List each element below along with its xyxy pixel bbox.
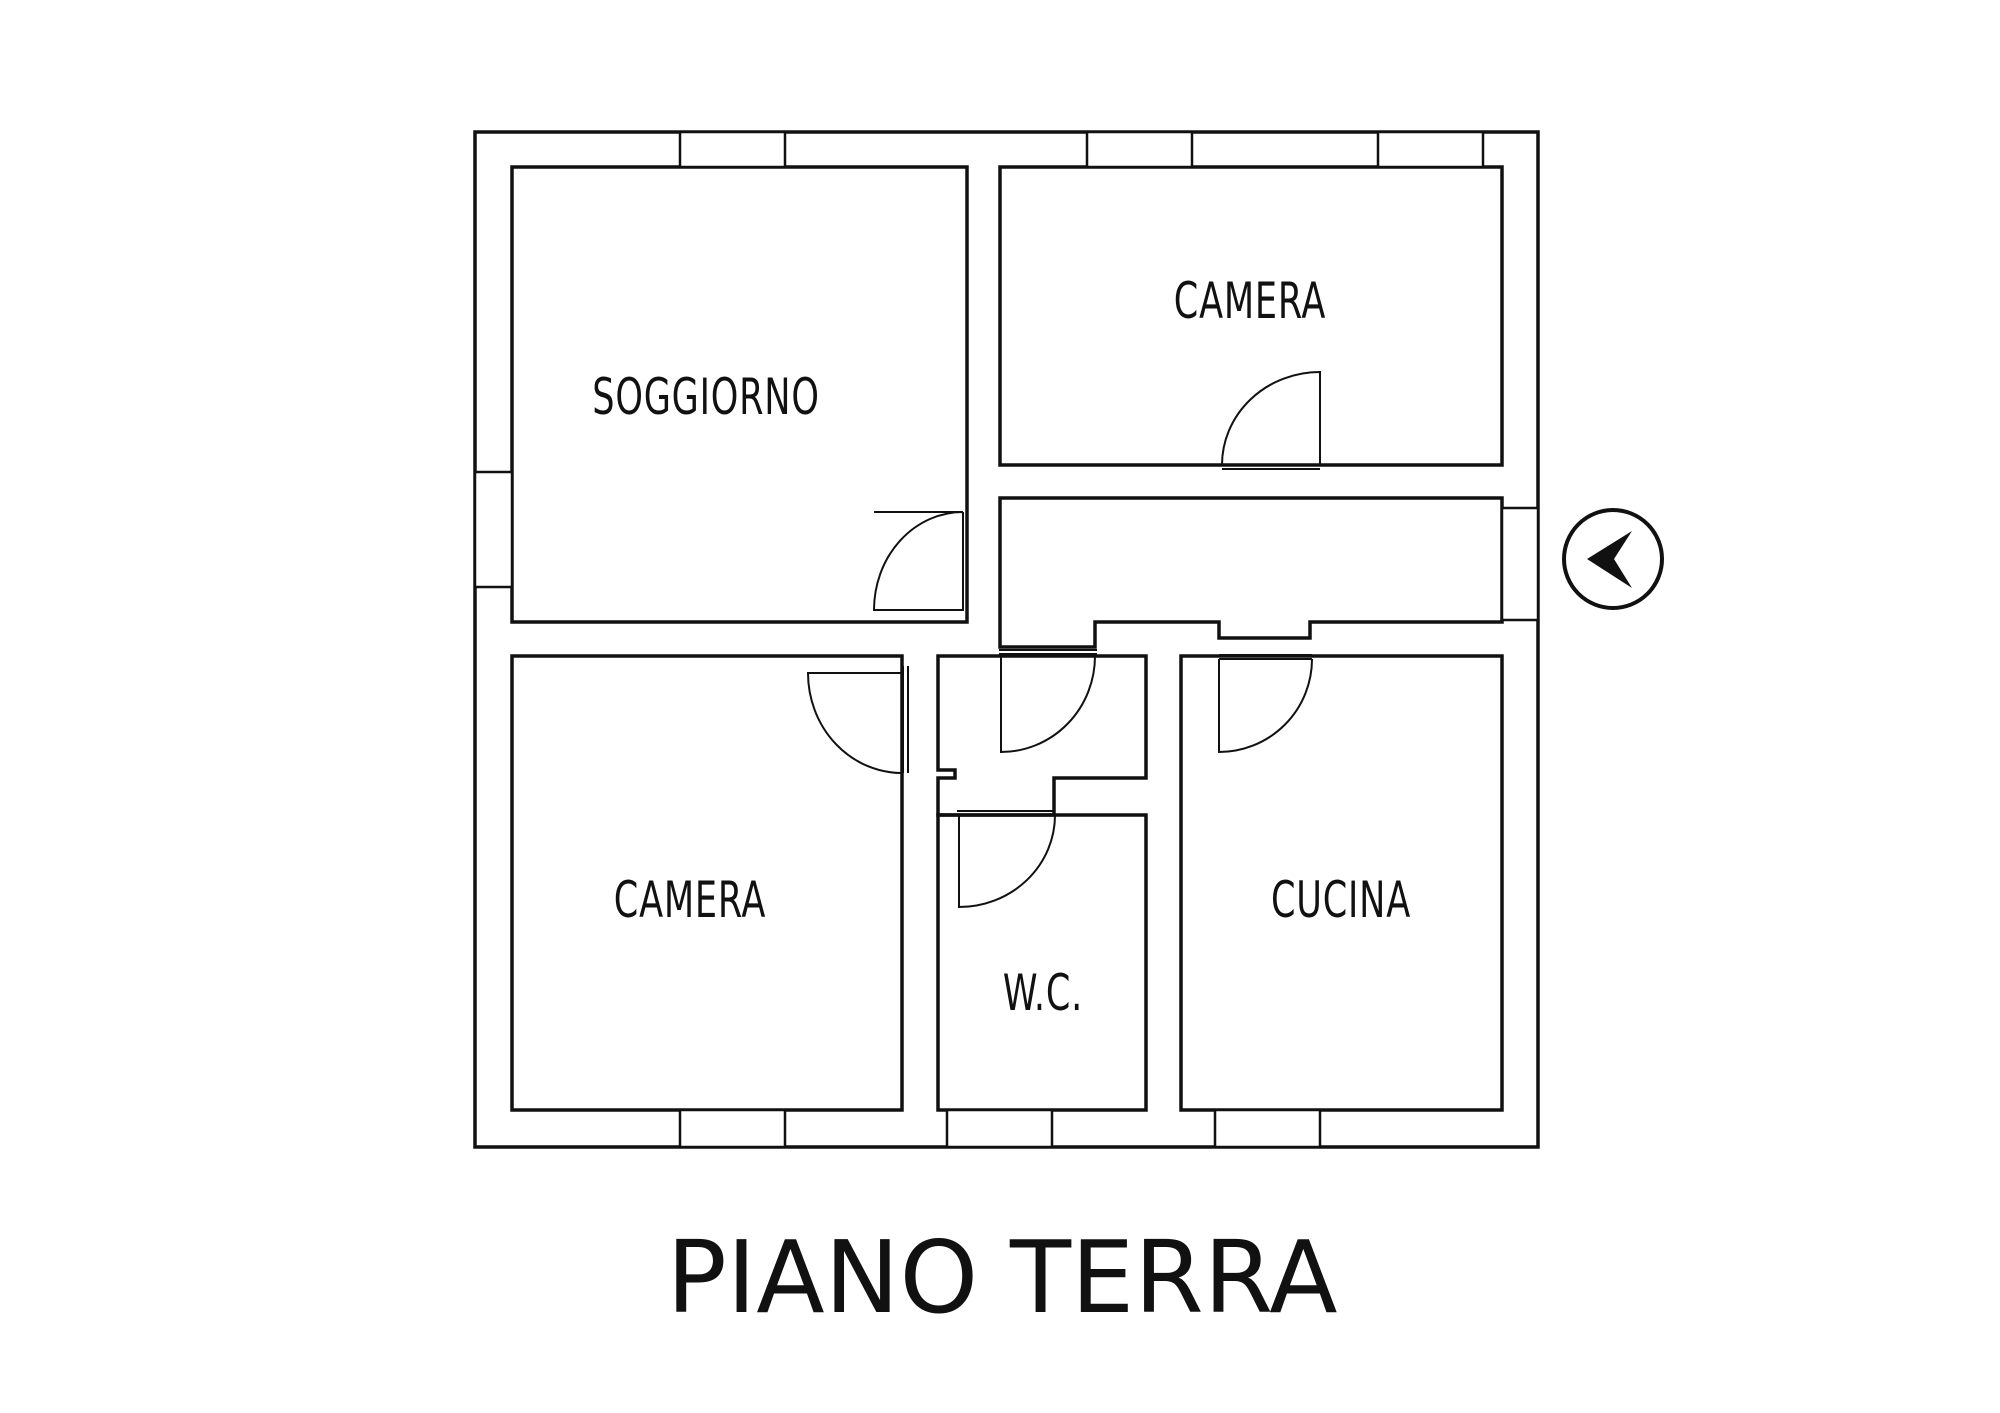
room-label-wc: W.C.: [1003, 963, 1083, 1022]
room-cucina: [1179, 654, 1504, 1112]
doors: [806, 370, 1321, 909]
room-label-soggiorno: SOGGIORNO: [592, 367, 819, 426]
room-label-cucina: CUCINA: [1271, 870, 1411, 929]
windows: [473, 130, 1540, 1149]
room-label-camera-bottom: CAMERA: [614, 870, 766, 929]
hall: [936, 654, 1148, 817]
plan-title: PIANO TERRA: [666, 1219, 1337, 1336]
corridor: [998, 496, 1504, 649]
entrance-arrow-icon: [1562, 508, 1664, 610]
room-label-camera-top: CAMERA: [1174, 271, 1326, 330]
